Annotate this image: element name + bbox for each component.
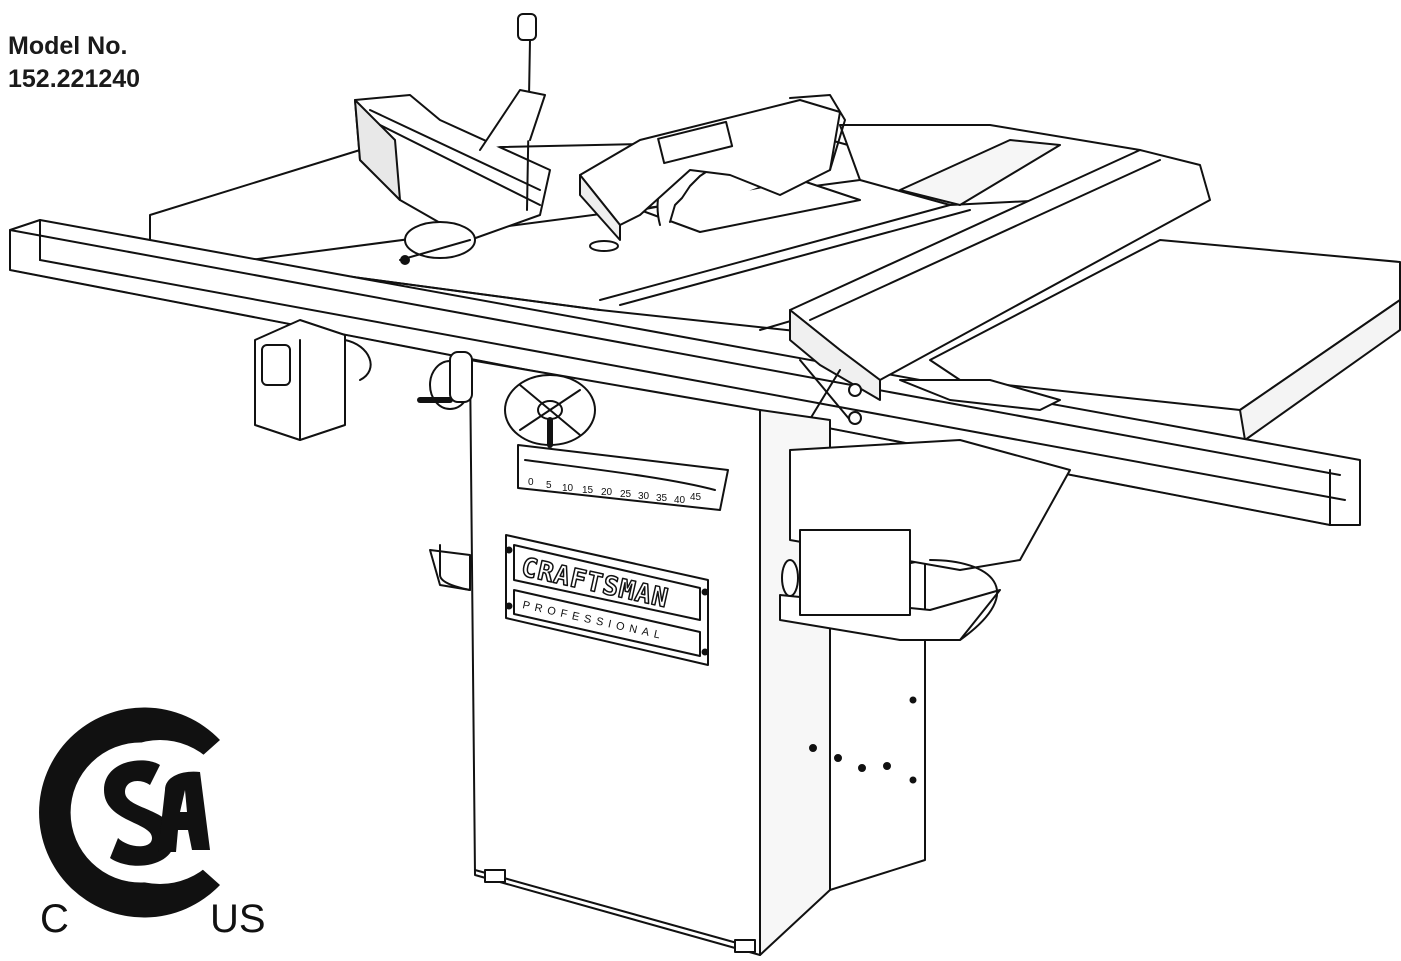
brand-nameplate: CRAFTSMAN PROFESSIONAL xyxy=(505,534,709,666)
storage-hooks xyxy=(429,351,473,591)
csa-c-label: C xyxy=(40,897,69,941)
bevel-scale-labels: 0 5 10 15 20 25 30 35 40 45 xyxy=(528,477,702,506)
model-label: Model No. xyxy=(8,32,128,60)
cabinet-base xyxy=(469,359,926,956)
scale-45: 45 xyxy=(690,492,702,503)
scale-0: 0 xyxy=(528,477,534,488)
switch-box xyxy=(254,319,372,441)
scale-20: 20 xyxy=(601,487,613,498)
motor-housing xyxy=(779,439,1071,641)
scale-40: 40 xyxy=(674,495,686,506)
csa-us-label: US xyxy=(210,897,266,941)
scale-5: 5 xyxy=(546,480,552,491)
blade-guard-assembly xyxy=(579,94,846,241)
miter-gauge xyxy=(354,13,551,265)
scale-35: 35 xyxy=(656,493,668,504)
model-number: 152.221240 xyxy=(8,65,141,93)
scale-10: 10 xyxy=(562,483,574,494)
scale-30: 30 xyxy=(638,491,650,502)
model-heading: Model No. 152.221240 xyxy=(8,30,140,96)
scale-25: 25 xyxy=(620,489,632,500)
scale-15: 15 xyxy=(582,485,594,496)
csa-certification-logo xyxy=(39,707,232,918)
